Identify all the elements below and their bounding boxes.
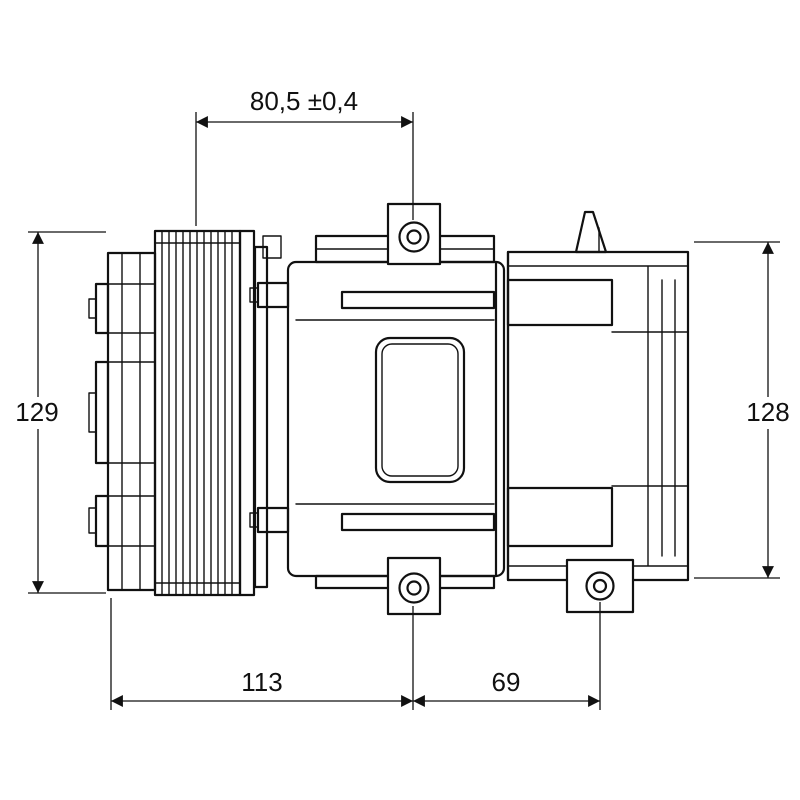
body-lower-clamp — [340, 512, 496, 532]
body-rear-divider — [494, 250, 510, 582]
pulley-hub — [88, 251, 157, 592]
top-mounting-hole — [398, 221, 430, 253]
rear-mounting-hole-inner — [592, 578, 608, 594]
top-mounting-lug — [386, 202, 442, 266]
front-bolt-top — [256, 281, 290, 309]
dimension-left: 129 — [10, 231, 106, 594]
dimension-right-label: 128 — [746, 397, 789, 427]
rear-detail-lines — [507, 265, 689, 567]
front-bolt-bottom — [256, 506, 290, 534]
dimension-left-label-mask — [10, 397, 66, 429]
dimension-right-label-mask — [740, 397, 796, 429]
dimension-right: 128 — [694, 241, 796, 579]
hub-tab-top — [94, 282, 110, 335]
rear-upper-boss — [506, 278, 614, 327]
dimension-bottom-left-label: 113 — [241, 667, 282, 697]
body-upper-clamp — [340, 290, 496, 310]
compressor-body — [286, 234, 510, 590]
dimension-bottom-extension-lines — [110, 598, 601, 710]
pulley-assembly — [88, 229, 256, 597]
hub-nub-top — [88, 298, 97, 319]
hub-tab-bottom — [94, 494, 110, 548]
rear-housing — [506, 210, 690, 582]
dimension-left-label: 129 — [15, 397, 58, 427]
pulley-hub-outline — [106, 251, 157, 592]
rear-lower-boss — [506, 486, 614, 548]
hub-nub-bottom — [88, 507, 97, 534]
dimension-bottom-right: 69 — [413, 667, 600, 707]
hub-nub-middle — [88, 392, 97, 433]
pulley-hub-details — [107, 252, 156, 591]
dimension-bottom-right-label: 69 — [492, 667, 521, 697]
dimension-top-label: 80,5 ±0,4 — [250, 86, 358, 116]
body-label-plate — [374, 336, 466, 484]
front-plate-strip — [253, 245, 269, 589]
pulley-ribs — [153, 229, 242, 597]
bottom-mounting-hole-inner — [406, 580, 422, 596]
dimension-top: 80,5 ±0,4 — [195, 86, 414, 226]
bottom-mounting-lug — [386, 556, 442, 616]
rear-housing-outline — [506, 250, 690, 582]
dimension-top-extension-lines — [195, 112, 414, 226]
hub-tab-middle — [94, 360, 110, 465]
bottom-mounting-hole — [398, 572, 430, 604]
front-plate-top-tab — [262, 235, 282, 259]
front-bolt-top-head — [249, 287, 259, 303]
front-bolt-bottom-head — [249, 512, 259, 528]
body-label-plate-inner — [381, 343, 459, 477]
front-plate — [249, 235, 290, 589]
rear-mounting-hole — [585, 571, 615, 601]
pulley-rib-grooves — [161, 230, 233, 596]
pulley-flange — [238, 229, 256, 597]
top-mounting-hole-inner — [406, 229, 422, 245]
dimension-bottom-left: 113 — [110, 598, 601, 710]
rear-top-fin — [574, 210, 608, 254]
